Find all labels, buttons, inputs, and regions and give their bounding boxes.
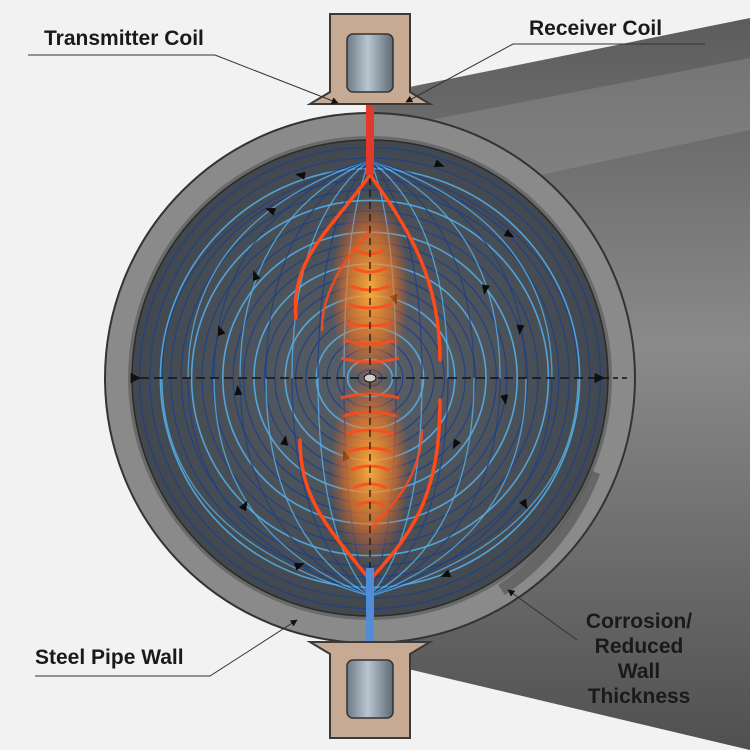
receiver-coil-label: Receiver Coil (529, 17, 663, 40)
receiver-coil (346, 659, 394, 719)
corrosion-label: Corrosion/ Reduced Wall Thickness (585, 610, 693, 708)
steel-pipe-wall-label: Steel Pipe Wall (35, 646, 184, 669)
leader-corrosion (507, 589, 578, 641)
receiver-probe-shaft (366, 568, 374, 648)
leader-lines (28, 43, 705, 677)
corrosion-zone (498, 470, 600, 595)
transmitter-coil-label: Transmitter Coil (44, 27, 204, 50)
leader-transmitter (28, 54, 339, 104)
transmitter-coil (346, 33, 394, 93)
transmitter-probe-shaft (366, 95, 374, 175)
leader-steel-wall (35, 619, 298, 677)
leader-receiver (405, 43, 705, 103)
eddy-current-paths (293, 173, 442, 582)
center-marker (363, 373, 377, 383)
